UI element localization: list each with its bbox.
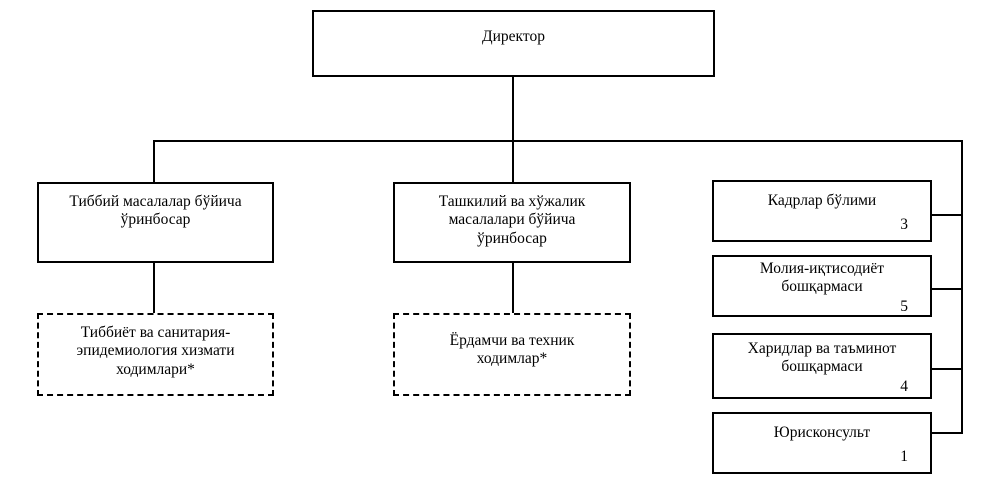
- node-unit-hr[interactable]: Кадрлар бўлими 3: [712, 180, 932, 242]
- node-unit-legal-count: 1: [900, 448, 908, 465]
- connector-right-bus: [961, 140, 963, 433]
- node-staff-technical-label: Ёрдамчи ва техник ходимлар*: [449, 332, 575, 368]
- node-unit-hr-label: Кадрлар бўлими: [767, 192, 877, 209]
- node-director-label: Директор: [482, 28, 545, 45]
- node-staff-sanitary-label: Тиббиёт ва санитария- эпидемиология хизм…: [76, 324, 235, 378]
- node-unit-procurement[interactable]: Харидлар ва таъминот бошқармаси 4: [712, 333, 932, 399]
- connector-unit-1-stub: [931, 214, 963, 216]
- node-director[interactable]: Директор: [312, 10, 715, 77]
- node-deputy-medical-label: Тиббий масалалар бўйича ўринбосар: [69, 193, 242, 229]
- connector-root-down: [512, 77, 514, 142]
- node-unit-procurement-label: Харидлар ва таъминот бошқармаси: [747, 340, 897, 376]
- connector-unit-4-stub: [931, 432, 963, 434]
- connector-unit-3-stub: [931, 368, 963, 370]
- connector-main-bus: [153, 140, 963, 142]
- node-deputy-organizational-label: Ташкилий ва хўжалик масалалари бўйича ўр…: [438, 193, 586, 247]
- connector-unit-2-stub: [931, 288, 963, 290]
- connector-deputy-2-drop: [512, 140, 514, 182]
- node-deputy-medical[interactable]: Тиббий масалалар бўйича ўринбосар: [37, 182, 274, 263]
- node-unit-procurement-count: 4: [900, 378, 908, 395]
- node-unit-finance[interactable]: Молия-иқтисодиёт бошқармаси 5: [712, 255, 932, 317]
- connector-deputy-1-drop: [153, 140, 155, 182]
- node-unit-finance-label: Молия-иқтисодиёт бошқармаси: [759, 260, 885, 296]
- node-staff-technical[interactable]: Ёрдамчи ва техник ходимлар*: [393, 313, 631, 396]
- connector-deputy-2-to-child: [512, 263, 514, 313]
- node-unit-legal-label: Юрисконсульт: [773, 424, 871, 441]
- node-unit-hr-count: 3: [900, 216, 908, 233]
- connector-deputy-1-to-child: [153, 263, 155, 313]
- node-unit-finance-count: 5: [900, 298, 908, 315]
- node-deputy-organizational[interactable]: Ташкилий ва хўжалик масалалари бўйича ўр…: [393, 182, 631, 263]
- node-unit-legal[interactable]: Юрисконсульт 1: [712, 412, 932, 474]
- node-staff-sanitary[interactable]: Тиббиёт ва санитария- эпидемиология хизм…: [37, 313, 274, 396]
